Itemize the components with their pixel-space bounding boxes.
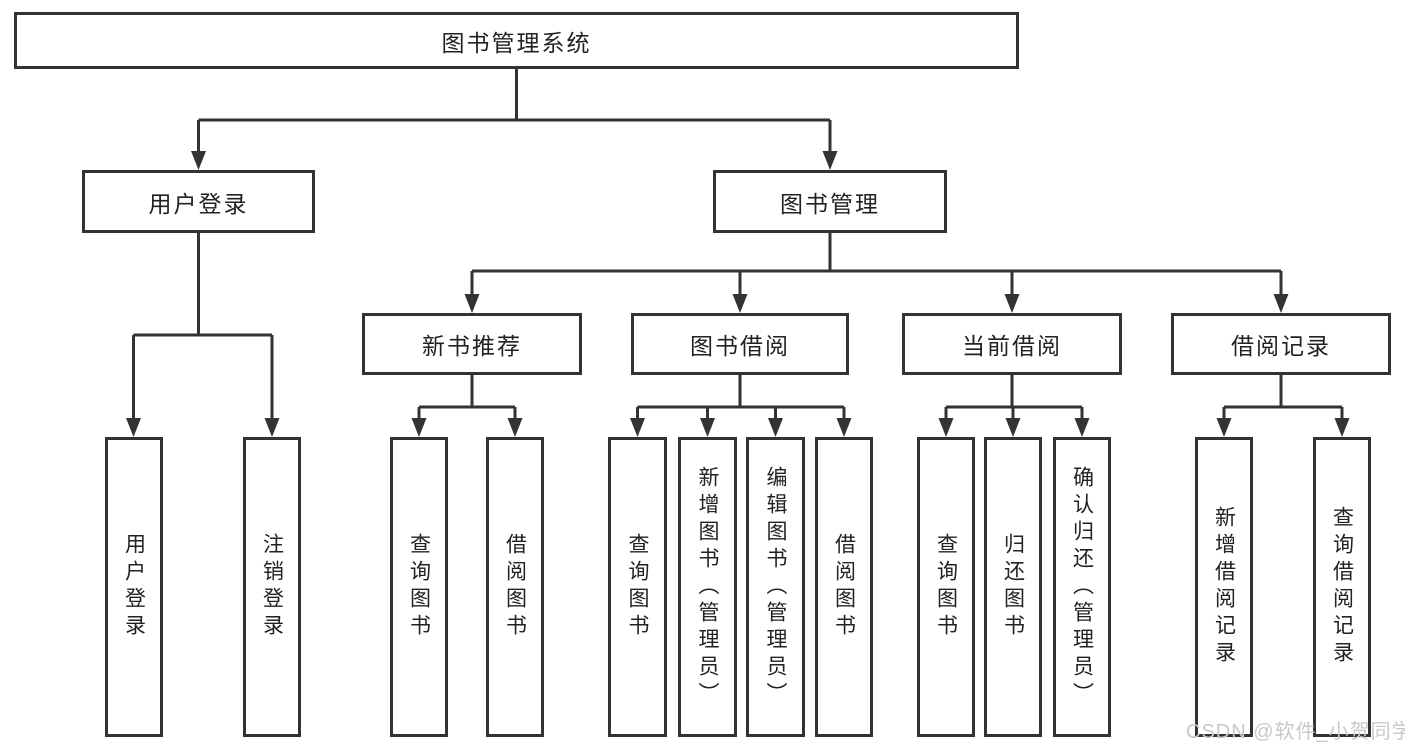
node-library-management-system: 图书管理系统 (14, 12, 1019, 69)
leaf-label: 借阅图书 (832, 533, 856, 641)
leaf-confirm-return-admin: 确认归还（管理员） (1053, 437, 1111, 737)
leaf-recommend-borrow-books: 借阅图书 (486, 437, 544, 737)
leaf-label: 注销登录 (260, 533, 284, 641)
leaf-borrowing-query-books: 查询图书 (608, 437, 667, 737)
node-borrowing-records: 借阅记录 (1171, 313, 1391, 375)
csdn-watermark: CSDN @软件_小贺同学 (1186, 721, 1405, 743)
node-book-borrowing: 图书借阅 (631, 313, 849, 375)
leaf-add-book-admin: 新增图书（管理员） (678, 437, 737, 737)
node-new-book-recommendation: 新书推荐 (362, 313, 582, 375)
leaf-label: 新增图书（管理员） (696, 465, 719, 709)
leaf-edit-book-admin: 编辑图书（管理员） (746, 437, 805, 737)
leaf-current-query-books: 查询图书 (917, 437, 975, 737)
leaf-recommend-query-books: 查询图书 (390, 437, 448, 737)
leaf-label: 编辑图书（管理员） (764, 465, 787, 709)
node-current-borrowing: 当前借阅 (902, 313, 1122, 375)
leaf-label: 借阅图书 (503, 533, 527, 641)
leaf-return-books: 归还图书 (984, 437, 1042, 737)
leaf-label: 查询图书 (934, 533, 958, 641)
node-user-login: 用户登录 (82, 170, 315, 233)
leaf-label: 查询图书 (407, 533, 431, 641)
leaf-label: 归还图书 (1001, 533, 1025, 641)
leaf-label: 新增借阅记录 (1212, 506, 1236, 668)
leaf-label: 查询借阅记录 (1330, 506, 1354, 668)
arrow-down-icons (126, 151, 1350, 437)
leaf-add-borrowing-record: 新增借阅记录 (1195, 437, 1253, 737)
leaf-label: 确认归还（管理员） (1070, 465, 1094, 709)
leaf-label: 查询图书 (626, 533, 649, 641)
tree-edges (132, 69, 1344, 419)
leaf-query-borrowing-record: 查询借阅记录 (1313, 437, 1371, 737)
leaf-logout: 注销登录 (243, 437, 301, 737)
leaf-borrowing-borrow-books: 借阅图书 (815, 437, 873, 737)
node-book-management: 图书管理 (713, 170, 947, 233)
leaf-user-login: 用户登录 (105, 437, 163, 737)
leaf-label: 用户登录 (122, 533, 146, 641)
